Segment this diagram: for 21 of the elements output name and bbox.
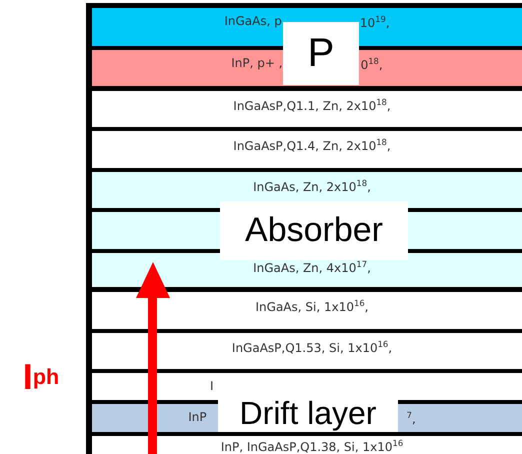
region-label: P	[283, 22, 359, 85]
material-layer	[92, 172, 522, 208]
layer-label: InP	[188, 410, 207, 424]
layer-label: I	[210, 379, 214, 393]
layer-label: InGaAs, Zn, 2x10$^{18}$,	[253, 178, 371, 194]
material-layer	[92, 91, 522, 127]
material-layer	[92, 131, 522, 168]
layer-label: InGaAs, Zn, 4x10$^{17}$,	[253, 259, 371, 275]
material-layer	[92, 292, 522, 329]
material-layer	[92, 333, 522, 369]
layer-label: InGaAsP,Q1.1, Zn, 2x10$^{18}$,	[233, 97, 391, 113]
layer-label: 0$^{18}$,	[360, 56, 383, 72]
layer-label: 10$^{19}$,	[360, 14, 390, 30]
layer-label: InGaAsP,Q1.4, Zn, 2x10$^{18}$,	[233, 137, 391, 153]
layer-label: InGaAs, Si, 1x10$^{16}$,	[256, 298, 368, 314]
layer-label: $^{7}$,	[406, 410, 416, 426]
layer-label: InGaAsP,Q1.53, Si, 1x10$^{16}$,	[232, 339, 392, 355]
layer-label: InP, InGaAsP,Q1.38, Si, 1x10$^{16}$	[220, 438, 404, 454]
layer-label: InGaAs, p	[224, 14, 282, 28]
layer-label: InP, p+ ,	[231, 56, 283, 70]
region-label: Absorber	[220, 201, 408, 260]
